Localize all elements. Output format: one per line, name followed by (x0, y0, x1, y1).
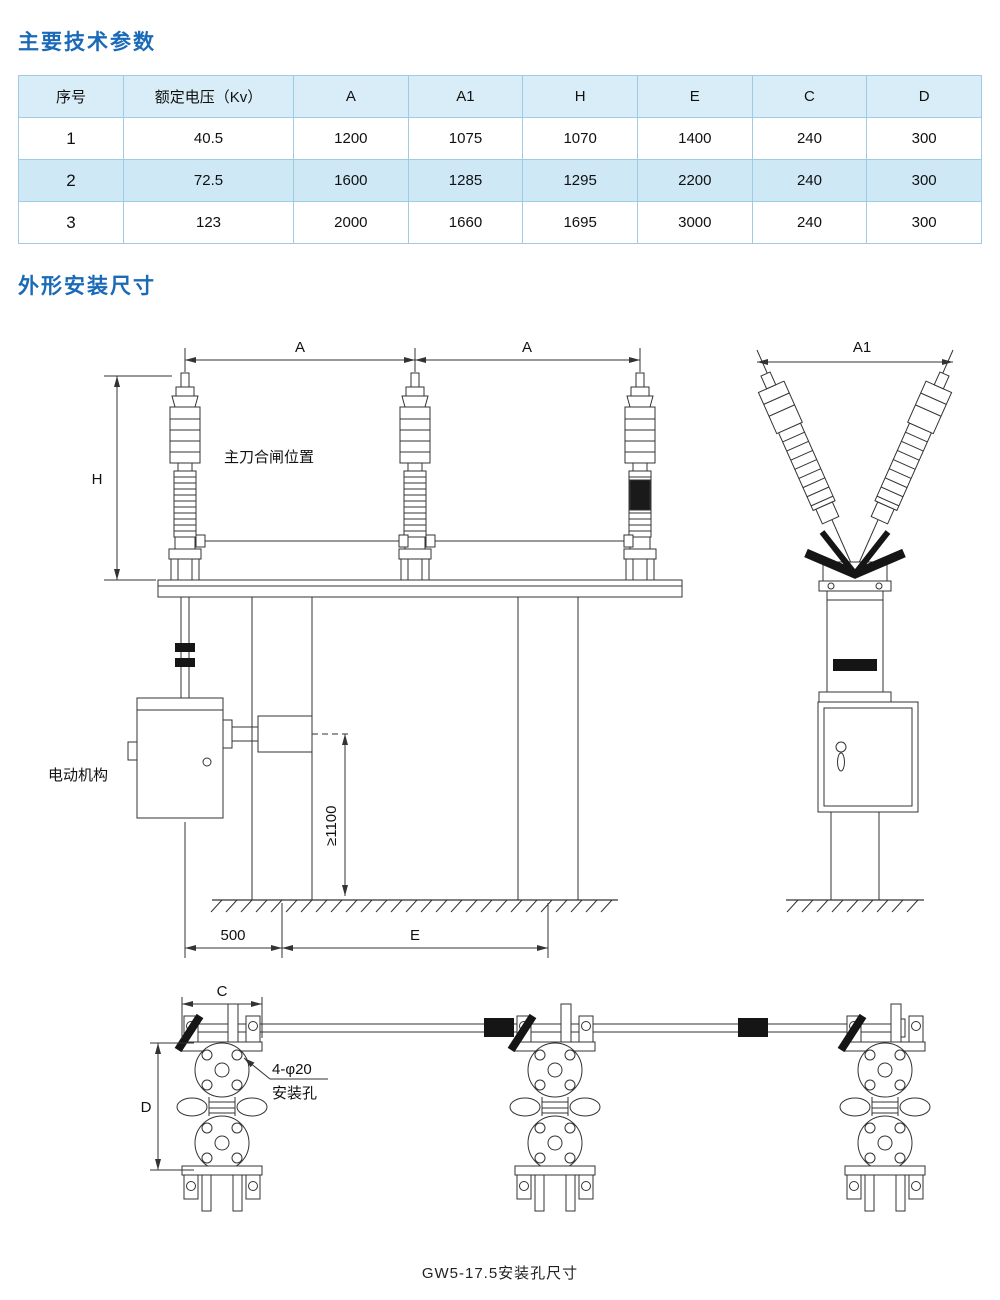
front-view-dimension-lines (104, 348, 641, 581)
cell: 1075 (407, 117, 524, 160)
cell: 72.5 (123, 159, 294, 202)
dim-label-C: C (217, 983, 228, 1000)
col-header-A1: A1 (407, 75, 524, 118)
side-view-coupling-band (833, 659, 877, 671)
section-title-dimensions: 外形安装尺寸 (18, 275, 156, 298)
dim-label-D: D (141, 1099, 152, 1116)
dim-label-ge1100: ≥1100 (323, 806, 340, 847)
cell: 40.5 (123, 117, 294, 160)
side-view-switch (752, 367, 958, 901)
cell: 300 (866, 117, 982, 160)
cell: 1400 (636, 117, 753, 160)
col-header-C: C (751, 75, 868, 118)
cell: 1 (18, 117, 124, 160)
lever-1 (174, 1013, 204, 1053)
cell: 3 (18, 201, 124, 244)
cell: 240 (751, 159, 868, 202)
col-header-E: E (636, 75, 753, 118)
cell: 300 (866, 159, 982, 202)
dim-label-A-right: A (522, 339, 532, 356)
cell: 3000 (636, 201, 753, 244)
section-title-parameters: 主要技术参数 (18, 31, 156, 54)
detail-dimension-lines (150, 997, 328, 1171)
cell: 1600 (293, 159, 409, 202)
dim-label-E: E (410, 927, 420, 944)
cell: 2000 (293, 201, 409, 244)
table-row: 2 72.5 1600 1285 1295 2200 240 300 (18, 159, 982, 202)
front-view-switch (127, 372, 683, 901)
cell: 1285 (407, 159, 524, 202)
side-view-dimension-lines (756, 349, 954, 573)
cell: 1200 (293, 117, 409, 160)
label-mounting-holes-size: 4-φ20 (272, 1061, 312, 1078)
blade-contacts-inner (819, 530, 891, 579)
shaft-couplings (484, 1018, 768, 1037)
dim-label-H: H (92, 471, 103, 488)
cell: 123 (123, 201, 294, 244)
col-header-A: A (293, 75, 409, 118)
cell: 2 (18, 159, 124, 202)
cell: 2200 (636, 159, 753, 202)
col-header-H: H (522, 75, 638, 118)
col-header-voltage: 额定电压（Kv） (123, 75, 294, 118)
label-motor-mechanism: 电动机构 (48, 767, 108, 784)
dim-label-500: 500 (220, 927, 245, 944)
label-main-knife-position: 主刀合闸位置 (224, 449, 314, 466)
col-header-index: 序号 (18, 75, 124, 118)
side-ground (786, 899, 924, 913)
outline-drawing-svg: A A H 主刀合闸位置 电动机构 ≥1100 (48, 339, 958, 1212)
spec-table: 序号 额定电压（Kv） A A1 H E C D 1 40.5 1200 107… (18, 75, 982, 244)
table-header-row: 序号 额定电压（Kv） A A1 H E C D (18, 75, 982, 118)
drawing-caption: GW5-17.5安装孔尺寸 (421, 1265, 579, 1282)
lever-3 (837, 1013, 867, 1053)
cell: 240 (751, 201, 868, 244)
dim-label-A1: A1 (853, 339, 871, 356)
cell: 1695 (522, 201, 638, 244)
cell: 300 (866, 201, 982, 244)
cell: 1070 (522, 117, 638, 160)
cell: 240 (751, 117, 868, 160)
front-ground (210, 899, 618, 913)
lever-2 (507, 1013, 537, 1053)
table-row: 3 123 2000 1660 1695 3000 240 300 (18, 201, 982, 244)
label-mounting-holes-text: 安装孔 (272, 1085, 317, 1102)
drive-rod-couplings (175, 643, 195, 667)
dim-label-A-left: A (295, 339, 305, 356)
table-row: 1 40.5 1200 1075 1070 1400 240 300 (18, 117, 982, 160)
cell: 1295 (522, 159, 638, 202)
col-header-D: D (866, 75, 982, 118)
linkage-shaft (189, 1018, 906, 1038)
mounting-bases (176, 1003, 931, 1212)
cell: 1660 (407, 201, 524, 244)
bottom-dimension-lines (184, 822, 549, 958)
